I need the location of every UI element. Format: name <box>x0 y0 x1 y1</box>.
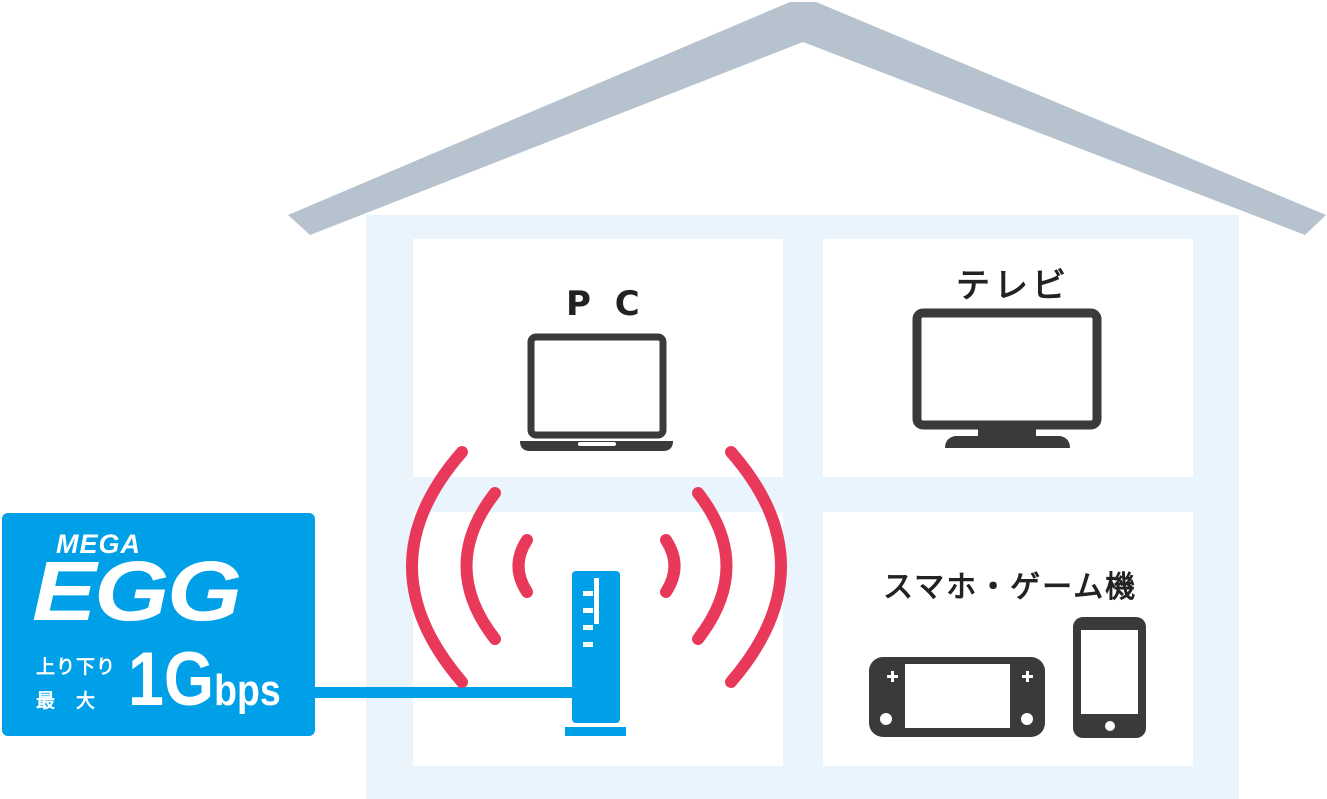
wave-right-middle <box>692 487 733 645</box>
speed-number: 1G <box>128 637 215 722</box>
wifi-waves-icon <box>406 446 787 688</box>
tv-label: テレビ <box>956 266 1070 306</box>
wave-right-inner <box>660 534 681 598</box>
fiber-cable <box>315 687 573 698</box>
smartphone-icon <box>1073 617 1146 738</box>
house-roof <box>288 2 1326 235</box>
mega-egg-badge: MEGA EGG 上り下り 最 大 1Gbps <box>2 513 315 736</box>
mobile-label: スマホ・ゲーム機 <box>883 570 1138 605</box>
laptop-icon <box>520 333 673 451</box>
game-console-icon <box>869 657 1045 737</box>
brand-small: MEGA <box>56 529 141 559</box>
speed-line1: 上り下り <box>36 656 117 678</box>
speed-unit: bps <box>214 666 281 715</box>
tv-icon <box>912 308 1102 448</box>
wave-left-outer <box>406 446 468 688</box>
pc-label: P C <box>566 284 646 324</box>
wave-right-outer <box>725 446 787 688</box>
wave-left-inner <box>512 534 533 598</box>
speed-value: 1Gbps <box>128 642 281 718</box>
brand-large: EGG <box>32 544 242 638</box>
wave-left-middle <box>460 487 501 645</box>
speed-line2: 最 大 <box>36 690 97 712</box>
router-icon <box>565 571 626 736</box>
